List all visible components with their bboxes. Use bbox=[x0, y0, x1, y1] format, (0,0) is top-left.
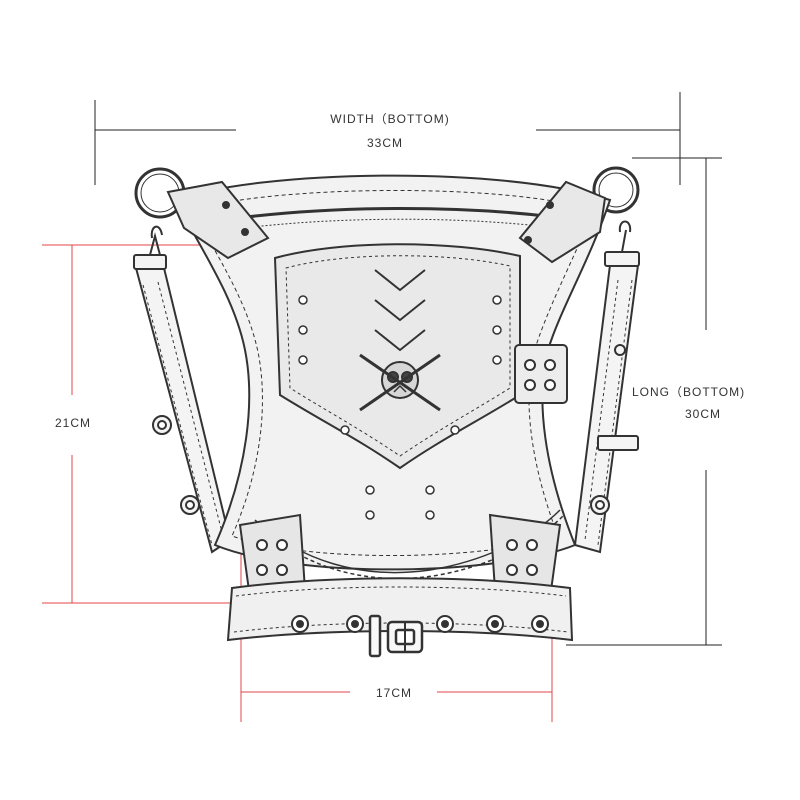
long-dimension-lines bbox=[566, 157, 722, 646]
leg-belt bbox=[226, 577, 574, 642]
long-value-label: 30CM bbox=[684, 407, 721, 421]
front-flap bbox=[273, 243, 521, 470]
height-value-label: 21CM bbox=[54, 416, 91, 430]
width-dimension-lines bbox=[94, 92, 681, 185]
flap-rivets bbox=[298, 295, 502, 520]
bottom-value-label: 17CM bbox=[375, 686, 412, 700]
belt-buckle bbox=[368, 614, 424, 658]
lower-side-tabs bbox=[238, 513, 562, 600]
width-value-label: 33CM bbox=[366, 136, 403, 150]
width-heading-label: WIDTH（BOTTOM) bbox=[330, 112, 450, 126]
side-strap-buckle bbox=[514, 344, 568, 404]
belt-grommets bbox=[291, 615, 549, 633]
long-heading-label: LONG（BOTTOM) bbox=[632, 385, 746, 399]
right-strap bbox=[573, 220, 640, 554]
